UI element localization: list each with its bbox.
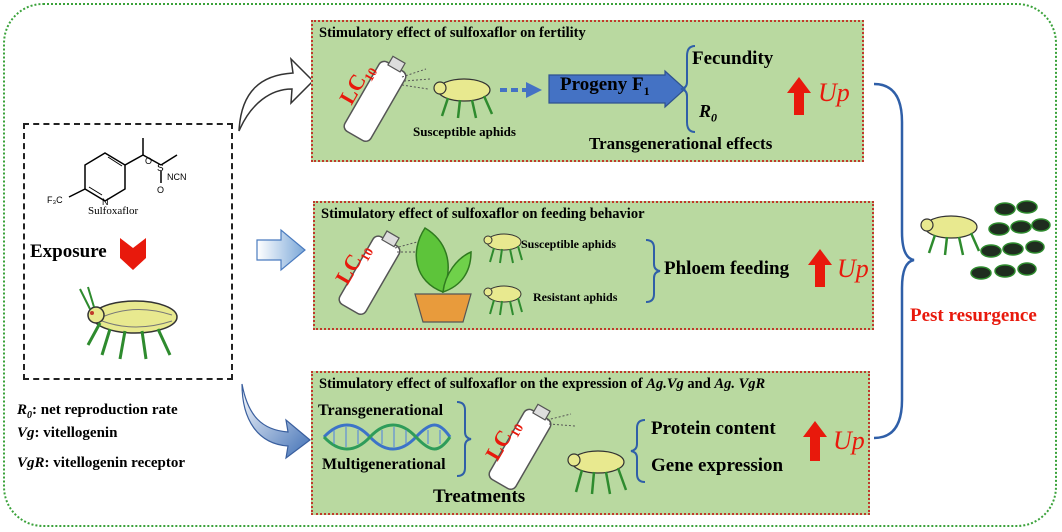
legend-vg-symbol: Vg bbox=[17, 425, 35, 441]
svg-text:NCN: NCN bbox=[167, 172, 187, 182]
generation-brace bbox=[456, 401, 472, 477]
multigenerational-label: Multigenerational bbox=[322, 456, 446, 473]
legend-vgr: VgR: vitellogenin receptor bbox=[17, 455, 185, 472]
potted-plant-icon bbox=[414, 226, 472, 323]
legend-vg-text: : vitellogenin bbox=[34, 425, 118, 441]
r0-label-symbol: R bbox=[699, 101, 712, 121]
expression-brace bbox=[630, 419, 646, 483]
legend-r0-text: : net reproduction rate bbox=[32, 402, 178, 418]
svg-text:O: O bbox=[157, 185, 164, 195]
r0-label-sub: 0 bbox=[711, 110, 718, 125]
up-label-1: Up bbox=[818, 78, 850, 107]
sulfoxaflor-structure: S O O NCN N F₃C bbox=[47, 138, 187, 207]
legend-vgr-text: : vitellogenin receptor bbox=[44, 455, 186, 471]
fertility-aphid-label: Susceptible aphids bbox=[413, 124, 516, 139]
aphid-population-icon bbox=[920, 200, 1051, 280]
svg-text:N: N bbox=[102, 197, 109, 207]
svg-text:F₃C: F₃C bbox=[47, 195, 63, 205]
svg-text:O: O bbox=[145, 156, 152, 166]
legend-vgr-symbol: VgR bbox=[17, 455, 45, 471]
susceptible-aphids-label: Susceptible aphids bbox=[521, 237, 617, 251]
legend-r0-symbol: R bbox=[17, 402, 28, 418]
legend-r0-sub: 0 bbox=[27, 410, 33, 421]
progeny-arrow bbox=[548, 69, 686, 109]
panel-feeding-title: Stimulatory effect of sulfoxaflor on fee… bbox=[321, 206, 645, 222]
gene-expression-label: Gene expression bbox=[651, 455, 784, 476]
sulfoxaflor-label: Sulfoxaflor bbox=[88, 205, 139, 217]
protein-content-label: Protein content bbox=[651, 418, 776, 439]
panel-fertility-title: Stimulatory effect of sulfoxaflor on fer… bbox=[319, 25, 586, 41]
resurgence-brace bbox=[873, 82, 915, 440]
panel-expression-title-vg: Ag.Vg bbox=[646, 376, 684, 392]
transgenerational-effects-label: Transgenerational effects bbox=[589, 134, 773, 153]
exposure-label: Exposure bbox=[30, 241, 107, 262]
treatments-label: Treatments bbox=[433, 486, 526, 507]
panel-feeding: Stimulatory effect of sulfoxaflor on fee… bbox=[313, 201, 874, 330]
spray-bottle-icon bbox=[343, 55, 431, 143]
panel-expression-title-and: and bbox=[683, 376, 715, 392]
curved-arrow-down-icon bbox=[241, 383, 311, 460]
spray-bottle-icon-3 bbox=[488, 403, 576, 491]
aphid-susceptible-icon bbox=[433, 78, 494, 119]
up-label-2: Up bbox=[837, 254, 869, 283]
up-arrow-icon-2 bbox=[808, 249, 832, 287]
svg-text:S: S bbox=[157, 163, 164, 174]
fecundity-label: Fecundity bbox=[692, 48, 774, 69]
panel-expression-title: Stimulatory effect of sulfoxaflor on the… bbox=[319, 376, 765, 393]
panel-expression: Stimulatory effect of sulfoxaflor on the… bbox=[311, 371, 870, 515]
up-arrow-icon-1 bbox=[787, 77, 811, 115]
panel-expression-title-vgr: Ag. VgR bbox=[714, 376, 766, 392]
dna-helix-icon bbox=[322, 423, 452, 451]
exposure-down-arrow-icon bbox=[120, 238, 146, 270]
resistant-aphids-label: Resistant aphids bbox=[533, 290, 618, 304]
transgenerational-label: Transgenerational bbox=[318, 402, 444, 419]
feeding-brace bbox=[645, 239, 661, 303]
aphid-exposure-icon bbox=[79, 286, 178, 360]
outer-frame bbox=[3, 3, 1057, 527]
aphid-treated-icon bbox=[567, 450, 628, 495]
r0-label: R0 bbox=[699, 101, 717, 126]
pest-resurgence-label: Pest resurgence bbox=[910, 305, 1037, 326]
panel-expression-title-prefix: Stimulatory effect of sulfoxaflor on the… bbox=[319, 376, 647, 392]
block-arrow-right-icon bbox=[256, 228, 306, 272]
up-label-3: Up bbox=[833, 426, 865, 455]
aphid-resistant-icon bbox=[483, 285, 523, 316]
progeny-label: Progeny F1 bbox=[560, 74, 650, 99]
up-arrow-icon-3 bbox=[803, 421, 827, 461]
compound-exposure-box bbox=[23, 123, 233, 380]
phloem-feeding-label: Phloem feeding bbox=[664, 258, 790, 279]
legend-r0: R0: net reproduction rate bbox=[17, 402, 178, 421]
dashed-arrow-icon bbox=[500, 82, 542, 98]
curved-arrow-up-icon bbox=[238, 56, 315, 132]
legend-vg: Vg: vitellogenin bbox=[17, 425, 117, 442]
aphid-susceptible-icon-2 bbox=[483, 233, 523, 264]
progeny-label-text: Progeny F bbox=[560, 74, 644, 95]
fertility-brace bbox=[680, 45, 696, 133]
progeny-label-sub: 1 bbox=[643, 83, 650, 98]
